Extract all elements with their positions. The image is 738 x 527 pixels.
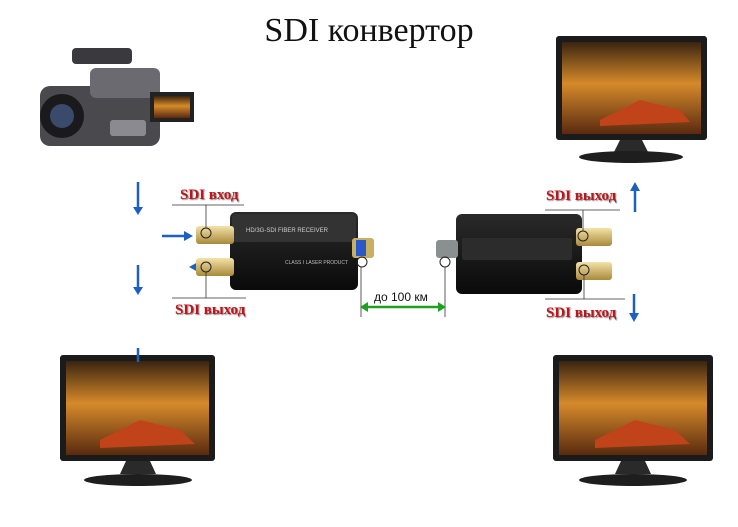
arrow-down-2-icon bbox=[133, 265, 143, 295]
sdi-output-right-bottom-label: SDI выход bbox=[546, 305, 617, 321]
monitor-icon-bottom-left bbox=[60, 355, 215, 486]
monitor-icon-top-right bbox=[556, 36, 707, 163]
distance-arrow bbox=[360, 302, 446, 312]
arrow-down-right-icon bbox=[629, 294, 639, 322]
camcorder-icon bbox=[40, 48, 194, 146]
arrow-down-1-icon bbox=[133, 182, 143, 215]
sdi-output-right-top-label: SDI выход bbox=[546, 188, 617, 204]
sdi-input-label: SDI вход bbox=[180, 187, 239, 203]
distance-label: до 100 км bbox=[374, 290, 428, 304]
receiver-label: HD/3G-SDI FIBER RECEIVER bbox=[246, 228, 329, 234]
page-title: SDI конвертор bbox=[264, 12, 474, 49]
sdi-receiver-device bbox=[196, 212, 374, 290]
label-leaders bbox=[172, 204, 625, 317]
arrow-up-right-icon bbox=[630, 182, 640, 212]
monitor-icon-bottom-right bbox=[553, 355, 713, 486]
arrow-right-input-icon bbox=[162, 231, 193, 241]
sdi-transmitter-device bbox=[436, 214, 612, 294]
receiver-brand: CLASS I LASER PRODUCT bbox=[285, 260, 348, 266]
sdi-output-left-label: SDI выход bbox=[175, 302, 246, 318]
